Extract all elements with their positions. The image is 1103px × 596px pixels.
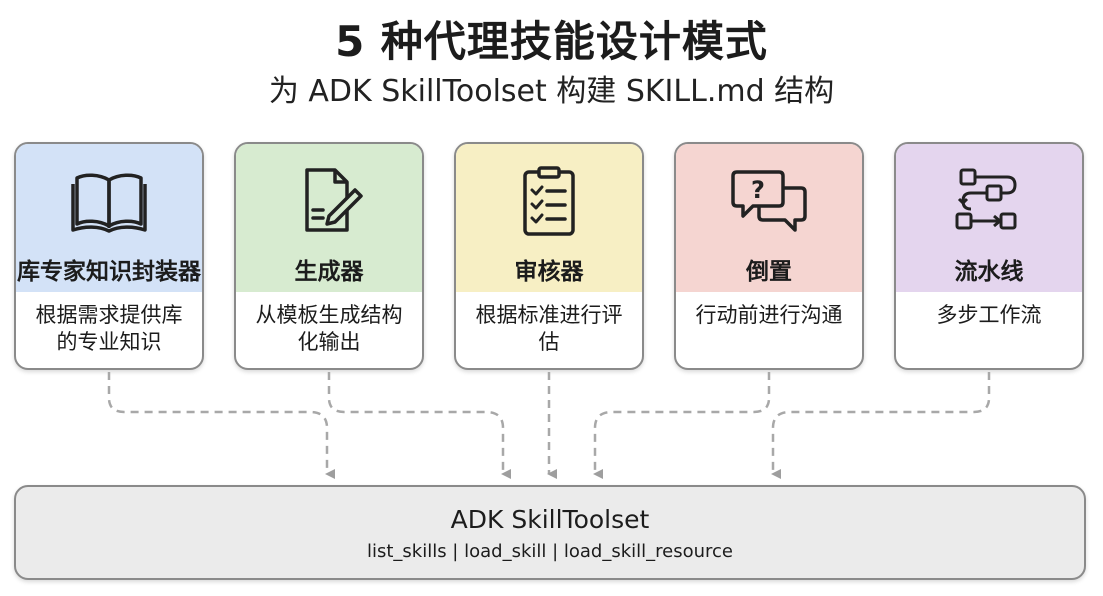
pattern-name: 生成器 bbox=[294, 259, 364, 285]
adk-skilltoolset-box: ADK SkillToolset list_skills | load_skil… bbox=[14, 485, 1086, 580]
pattern-description: 多步工作流 bbox=[936, 303, 1042, 327]
pattern-card-library-expert: 库专家知识封装器 根据需求提供库的专业知识 bbox=[14, 142, 204, 370]
connector-line bbox=[593, 372, 771, 479]
clipboard-checklist-icon bbox=[456, 166, 642, 236]
document-pen-icon bbox=[236, 166, 422, 236]
pattern-card-header: 审核器 bbox=[456, 144, 642, 292]
flow-steps-icon bbox=[896, 166, 1082, 236]
question-chat-icon: ? bbox=[676, 166, 862, 236]
pattern-name: 流水线 bbox=[954, 259, 1024, 285]
pattern-card-header: ? 倒置 bbox=[676, 144, 862, 292]
pattern-description: 从模板生成结构化输出 bbox=[255, 303, 403, 354]
page-title: 5 种代理技能设计模式 bbox=[335, 17, 768, 66]
pattern-card-generator: 生成器 从模板生成结构化输出 bbox=[234, 142, 424, 370]
pattern-card-header: 生成器 bbox=[236, 144, 422, 292]
pattern-card-header: 流水线 bbox=[896, 144, 1082, 292]
pattern-name: 库专家知识封装器 bbox=[17, 259, 201, 285]
connector-line bbox=[771, 372, 991, 479]
toolset-title: ADK SkillToolset bbox=[450, 505, 650, 534]
pattern-card-inversion: ? 倒置 行动前进行沟通 bbox=[674, 142, 864, 370]
open-book-icon bbox=[16, 166, 202, 236]
connector-line bbox=[107, 372, 335, 479]
svg-text:?: ? bbox=[751, 176, 765, 204]
pattern-description: 行动前进行沟通 bbox=[695, 303, 843, 327]
pattern-name: 倒置 bbox=[746, 259, 792, 285]
toolset-methods: list_skills | load_skill | load_skill_re… bbox=[366, 541, 734, 562]
pattern-description: 根据需求提供库的专业知识 bbox=[35, 303, 183, 354]
page-subtitle: 为 ADK SkillToolset 构建 SKILL.md 结构 bbox=[268, 74, 835, 109]
pattern-card-pipeline: 流水线 多步工作流 bbox=[894, 142, 1084, 370]
pattern-card-header: 库专家知识封装器 bbox=[16, 144, 202, 292]
pattern-name: 审核器 bbox=[514, 259, 584, 285]
pattern-description: 根据标准进行评估 bbox=[475, 303, 623, 354]
pattern-card-reviewer: 审核器 根据标准进行评估 bbox=[454, 142, 644, 370]
connector-line bbox=[327, 372, 511, 479]
